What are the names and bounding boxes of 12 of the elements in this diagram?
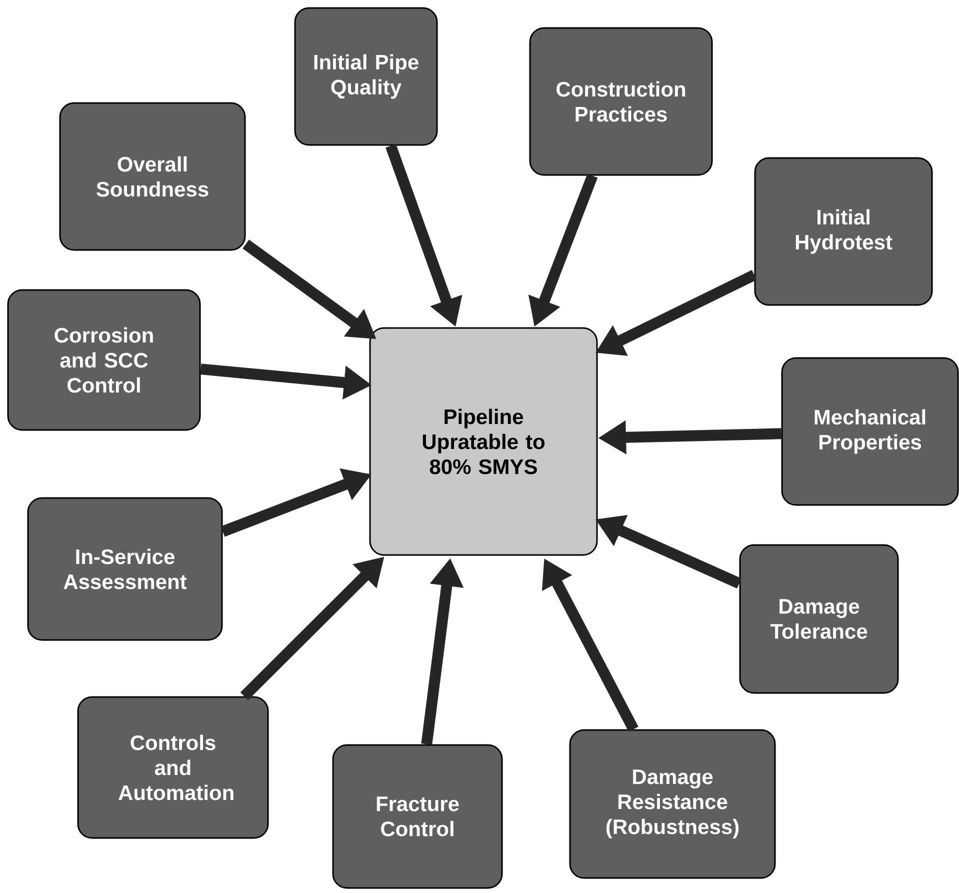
factor-box: Damage Resistance (Robustness) <box>569 729 776 879</box>
factor-box: Initial Pipe Quality <box>294 7 438 146</box>
factor-box: In-Service Assessment <box>27 497 223 641</box>
factor-box: Initial Hydrotest <box>754 157 933 306</box>
factor-box: Damage Tolerance <box>739 544 899 694</box>
factor-box: Mechanical Properties <box>781 357 959 506</box>
factor-box: Fracture Control <box>332 744 503 889</box>
target-box: Pipeline Upratable to 80% SMYS <box>369 327 598 556</box>
factor-box: Construction Practices <box>529 27 713 176</box>
factor-box: Overall Soundness <box>59 102 246 251</box>
factor-box: Corrosion and SCC Control <box>7 289 201 431</box>
factor-box: Controls and Automation <box>77 696 269 839</box>
